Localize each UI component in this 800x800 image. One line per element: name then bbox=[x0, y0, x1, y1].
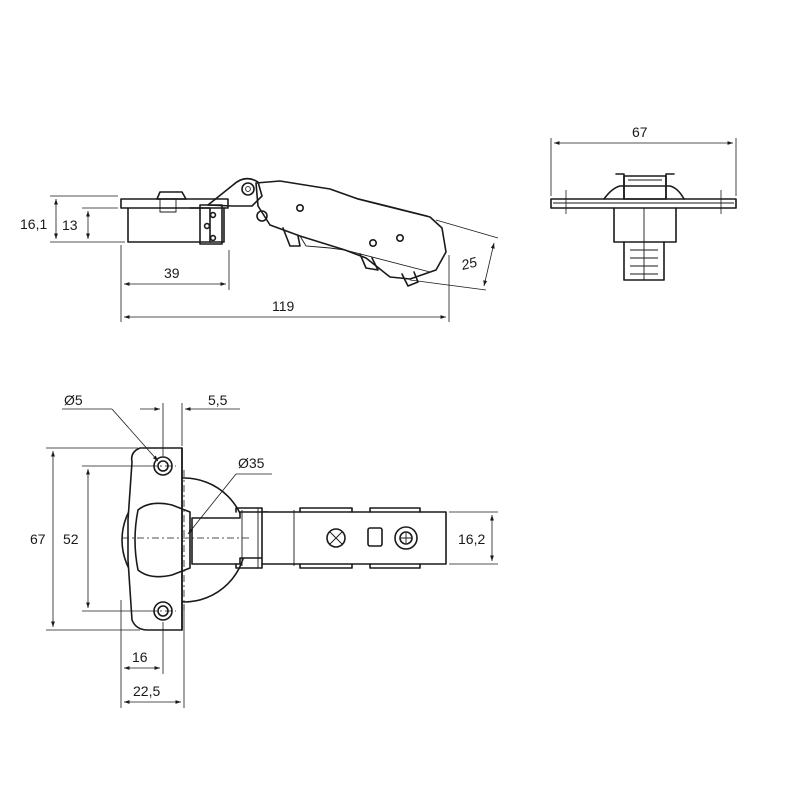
side-view: 16,1 13 39 119 25 bbox=[20, 177, 499, 322]
dim-total-length: 119 bbox=[272, 298, 295, 314]
dim-hole-offset: 5,5 bbox=[208, 392, 228, 408]
dim-hole-spacing: 52 bbox=[63, 531, 79, 547]
dim-cup-center: 22,5 bbox=[133, 683, 160, 699]
dim-hole-edge: 16 bbox=[132, 649, 148, 665]
plan-view: Ø5 5,5 Ø35 67 52 16,2 16 22,5 bbox=[30, 392, 498, 708]
dim-plate-height: 67 bbox=[30, 531, 46, 547]
dim-hole-diameter: Ø5 bbox=[64, 392, 83, 408]
dim-angle-25: 25 bbox=[459, 254, 479, 274]
end-view: 67 bbox=[550, 124, 737, 281]
dim-plate-height: 13 bbox=[62, 217, 78, 233]
dim-top-width: 67 bbox=[632, 124, 648, 140]
dim-total-height: 16,1 bbox=[20, 216, 47, 232]
dim-cup-diameter: Ø35 bbox=[238, 455, 265, 471]
dim-cup-offset: 39 bbox=[164, 265, 180, 281]
dim-arm-width: 16,2 bbox=[458, 531, 485, 547]
